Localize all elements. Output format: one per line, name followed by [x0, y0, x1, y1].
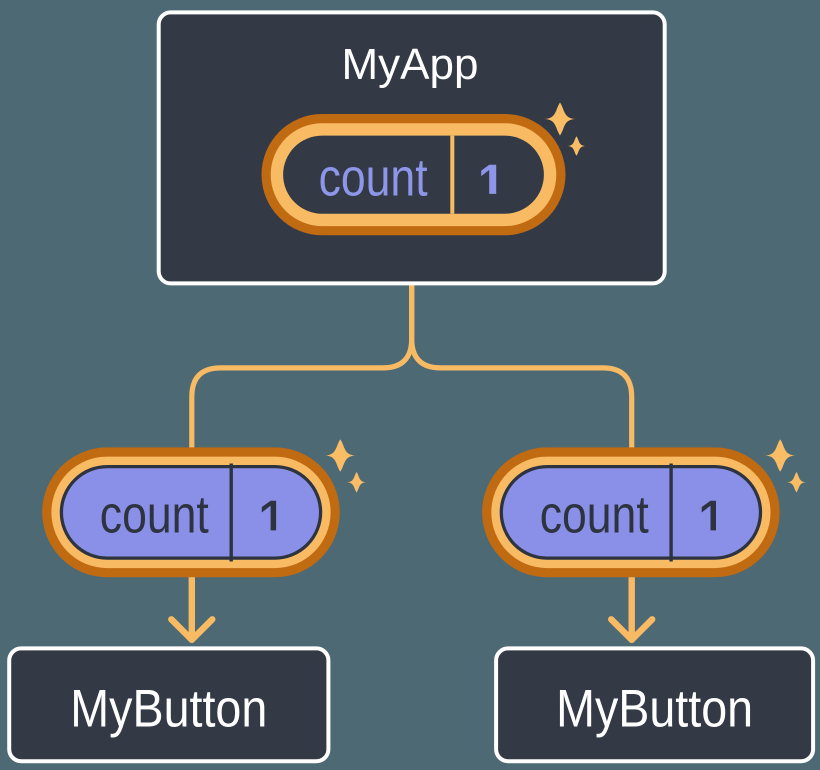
svg-text:MyApp: MyApp: [342, 41, 479, 89]
svg-text:MyButton: MyButton: [70, 679, 267, 738]
svg-text:count: count: [319, 149, 428, 208]
svg-text:MyButton: MyButton: [556, 679, 753, 738]
svg-text:count: count: [100, 485, 209, 544]
svg-text:count: count: [540, 485, 649, 544]
